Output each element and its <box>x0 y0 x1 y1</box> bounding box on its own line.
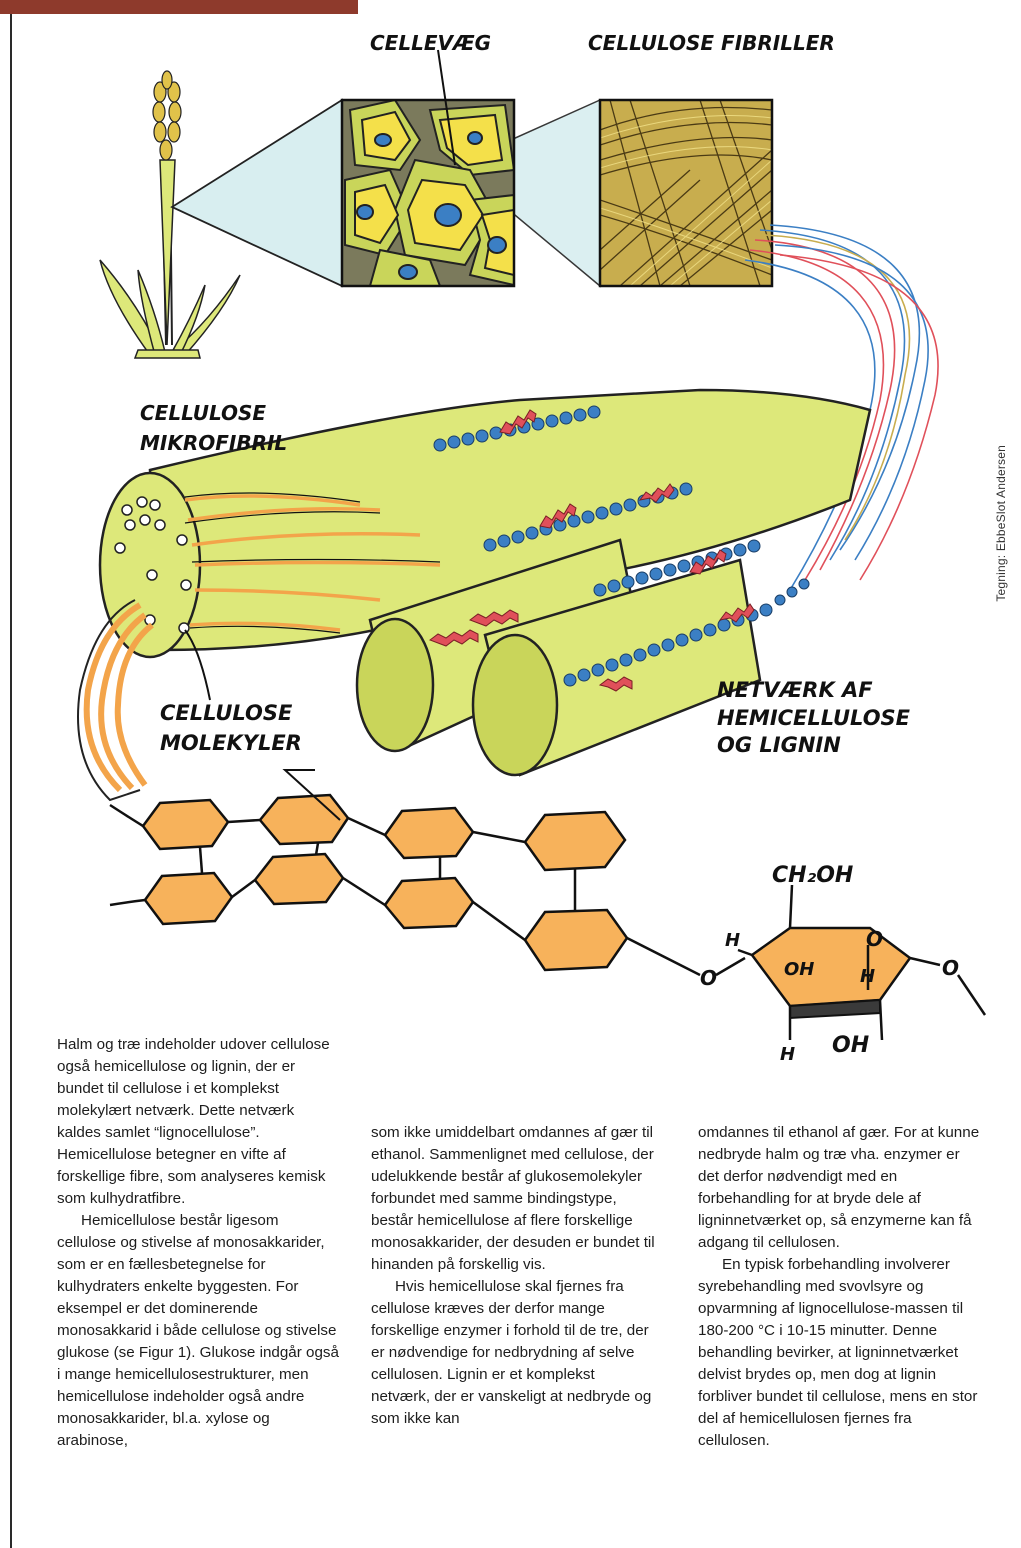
label-molekyler-1: CELLULOSE <box>160 701 293 725</box>
article-column-3: omdannes til ethanol af gær. For at kunn… <box>698 1122 983 1452</box>
label-h-mid: H <box>860 966 875 987</box>
label-cellevaeg: CELLEVÆG <box>370 31 491 55</box>
label-h-left: H <box>725 930 740 951</box>
label-molekyler-2: MOLEKYLER <box>160 731 302 755</box>
paragraph: Hemicellulose består ligesom cellulose o… <box>57 1210 339 1452</box>
label-fibriller: CELLULOSE FIBRILLER <box>588 31 835 55</box>
paragraph: Halm og træ indeholder udover cellulose … <box>57 1034 339 1210</box>
label-netvaerk-2: HEMICELLULOSE <box>717 706 911 730</box>
paragraph: Hvis hemicellulose skal fjernes fra cell… <box>371 1276 656 1430</box>
article-column-2: som ikke umiddelbart omdannes af gær til… <box>371 1122 656 1430</box>
cellulose-fibrils-panel <box>600 100 772 286</box>
label-h-bottom: H <box>780 1044 795 1065</box>
label-o-right: O <box>942 956 959 980</box>
label-mikrofibril-2: MIKROFIBRIL <box>140 431 287 455</box>
illustration-credit: Tegning: EbbeSlot Andersen <box>994 445 1008 602</box>
cellulose-molecule-chain <box>143 795 627 970</box>
label-ch2oh: CH₂OH <box>772 863 853 888</box>
label-netvaerk-1: NETVÆRK AF <box>717 678 873 702</box>
label-oh-ring: OH <box>784 959 814 980</box>
paragraph: som ikke umiddelbart omdannes af gær til… <box>371 1122 656 1276</box>
label-netvaerk-3: OG LIGNIN <box>717 733 841 757</box>
paragraph: En typisk forbehandling involverer syreb… <box>698 1254 983 1452</box>
label-o-left: O <box>700 966 717 990</box>
label-oh-bottom: OH <box>832 1033 869 1058</box>
label-mikrofibril-1: CELLULOSE <box>140 401 266 425</box>
lignocellulose-illustration: CELLEVÆG CELLULOSE FIBRILLER CELLULOSE M… <box>0 0 1021 1100</box>
label-o-ring: O <box>866 927 883 951</box>
article-column-1: Halm og træ indeholder udover cellulose … <box>57 1034 339 1452</box>
paragraph: omdannes til ethanol af gær. For at kunn… <box>698 1122 983 1254</box>
cell-wall-panel <box>342 100 514 286</box>
